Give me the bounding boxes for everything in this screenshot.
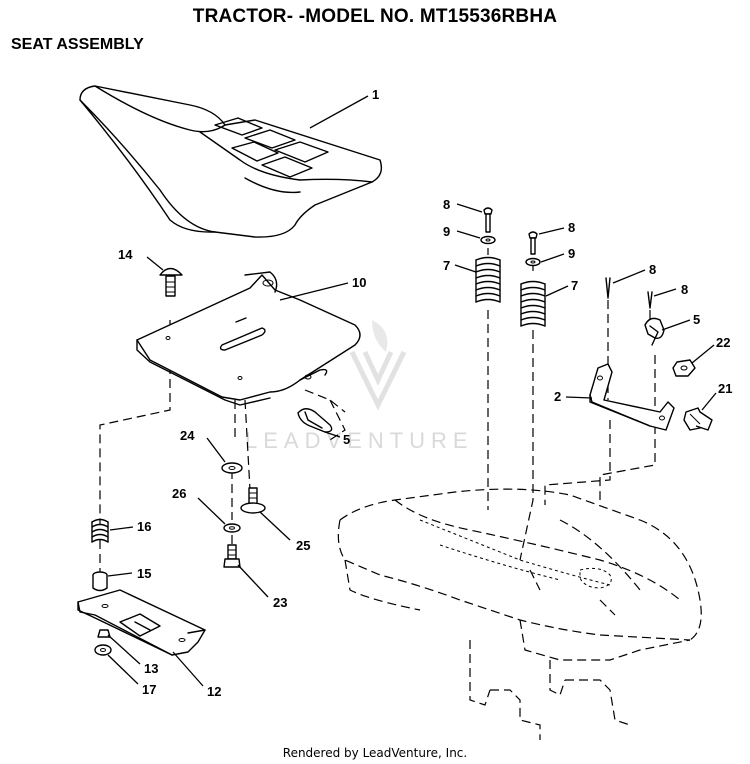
carriage-bolt (159, 267, 183, 297)
clevis-pin-d (647, 291, 653, 309)
seat (79, 85, 383, 238)
seat-spring-a (475, 256, 501, 303)
callout-labels: 1 10 14 24 5 26 25 16 15 23 12 13 17 8 9… (118, 87, 732, 699)
callout-8d: 8 (681, 282, 688, 297)
washer (94, 644, 112, 656)
lock-washer (223, 523, 241, 533)
callout-12: 12 (207, 684, 221, 699)
callout-7a: 7 (443, 258, 450, 273)
callout-14: 14 (118, 247, 133, 262)
hair-pin-left (297, 408, 333, 433)
watermark-text: LEADVENTURE (245, 428, 474, 453)
callout-16: 16 (137, 519, 151, 534)
section-title: SEAT ASSEMBLY (11, 36, 144, 53)
watermark: LEADVENTURE (245, 320, 474, 453)
callout-5-left: 5 (343, 432, 350, 447)
hex-bolt (223, 544, 241, 568)
alignment-lines (99, 248, 656, 575)
shoulder-bolt (240, 487, 266, 514)
callout-23: 23 (273, 595, 287, 610)
seat-spring-b (520, 280, 546, 327)
callout-2: 2 (554, 389, 561, 404)
footer-credit: Rendered by LeadVenture, Inc. (282, 746, 468, 760)
callout-8b: 8 (568, 220, 575, 235)
callout-8c: 8 (649, 262, 656, 277)
washer-a (480, 235, 496, 245)
hair-pin-right (644, 317, 665, 346)
callout-1: 1 (372, 87, 379, 102)
lock-nut (672, 359, 696, 377)
cotter-pin-c (605, 277, 611, 299)
callout-24: 24 (180, 428, 195, 443)
clevis-pin-b (528, 231, 538, 255)
callout-21: 21 (718, 381, 732, 396)
flat-washer (221, 462, 243, 474)
callout-5-right: 5 (693, 312, 700, 327)
callout-10: 10 (352, 275, 366, 290)
spacer (92, 571, 108, 592)
callout-7b: 7 (571, 278, 578, 293)
washer-b (525, 257, 541, 267)
callout-22: 22 (716, 335, 730, 350)
callout-9a: 9 (443, 224, 450, 239)
flange-bolt (683, 407, 713, 431)
seat-pan (136, 271, 361, 406)
callout-17: 17 (142, 682, 156, 697)
pivot-bracket (589, 363, 675, 431)
callout-26: 26 (172, 486, 186, 501)
clevis-pin-a (483, 207, 493, 233)
callout-8a: 8 (443, 197, 450, 212)
callout-9b: 9 (568, 246, 575, 261)
page-title: TRACTOR- -MODEL NO. MT15536RBHA (192, 6, 558, 27)
leader-lines (107, 95, 717, 687)
callout-15: 15 (137, 566, 151, 581)
callout-25: 25 (296, 538, 310, 553)
callout-13: 13 (144, 661, 158, 676)
compression-spring (91, 518, 109, 543)
tractor-frame (337, 488, 702, 740)
seat-bracket (77, 589, 206, 656)
